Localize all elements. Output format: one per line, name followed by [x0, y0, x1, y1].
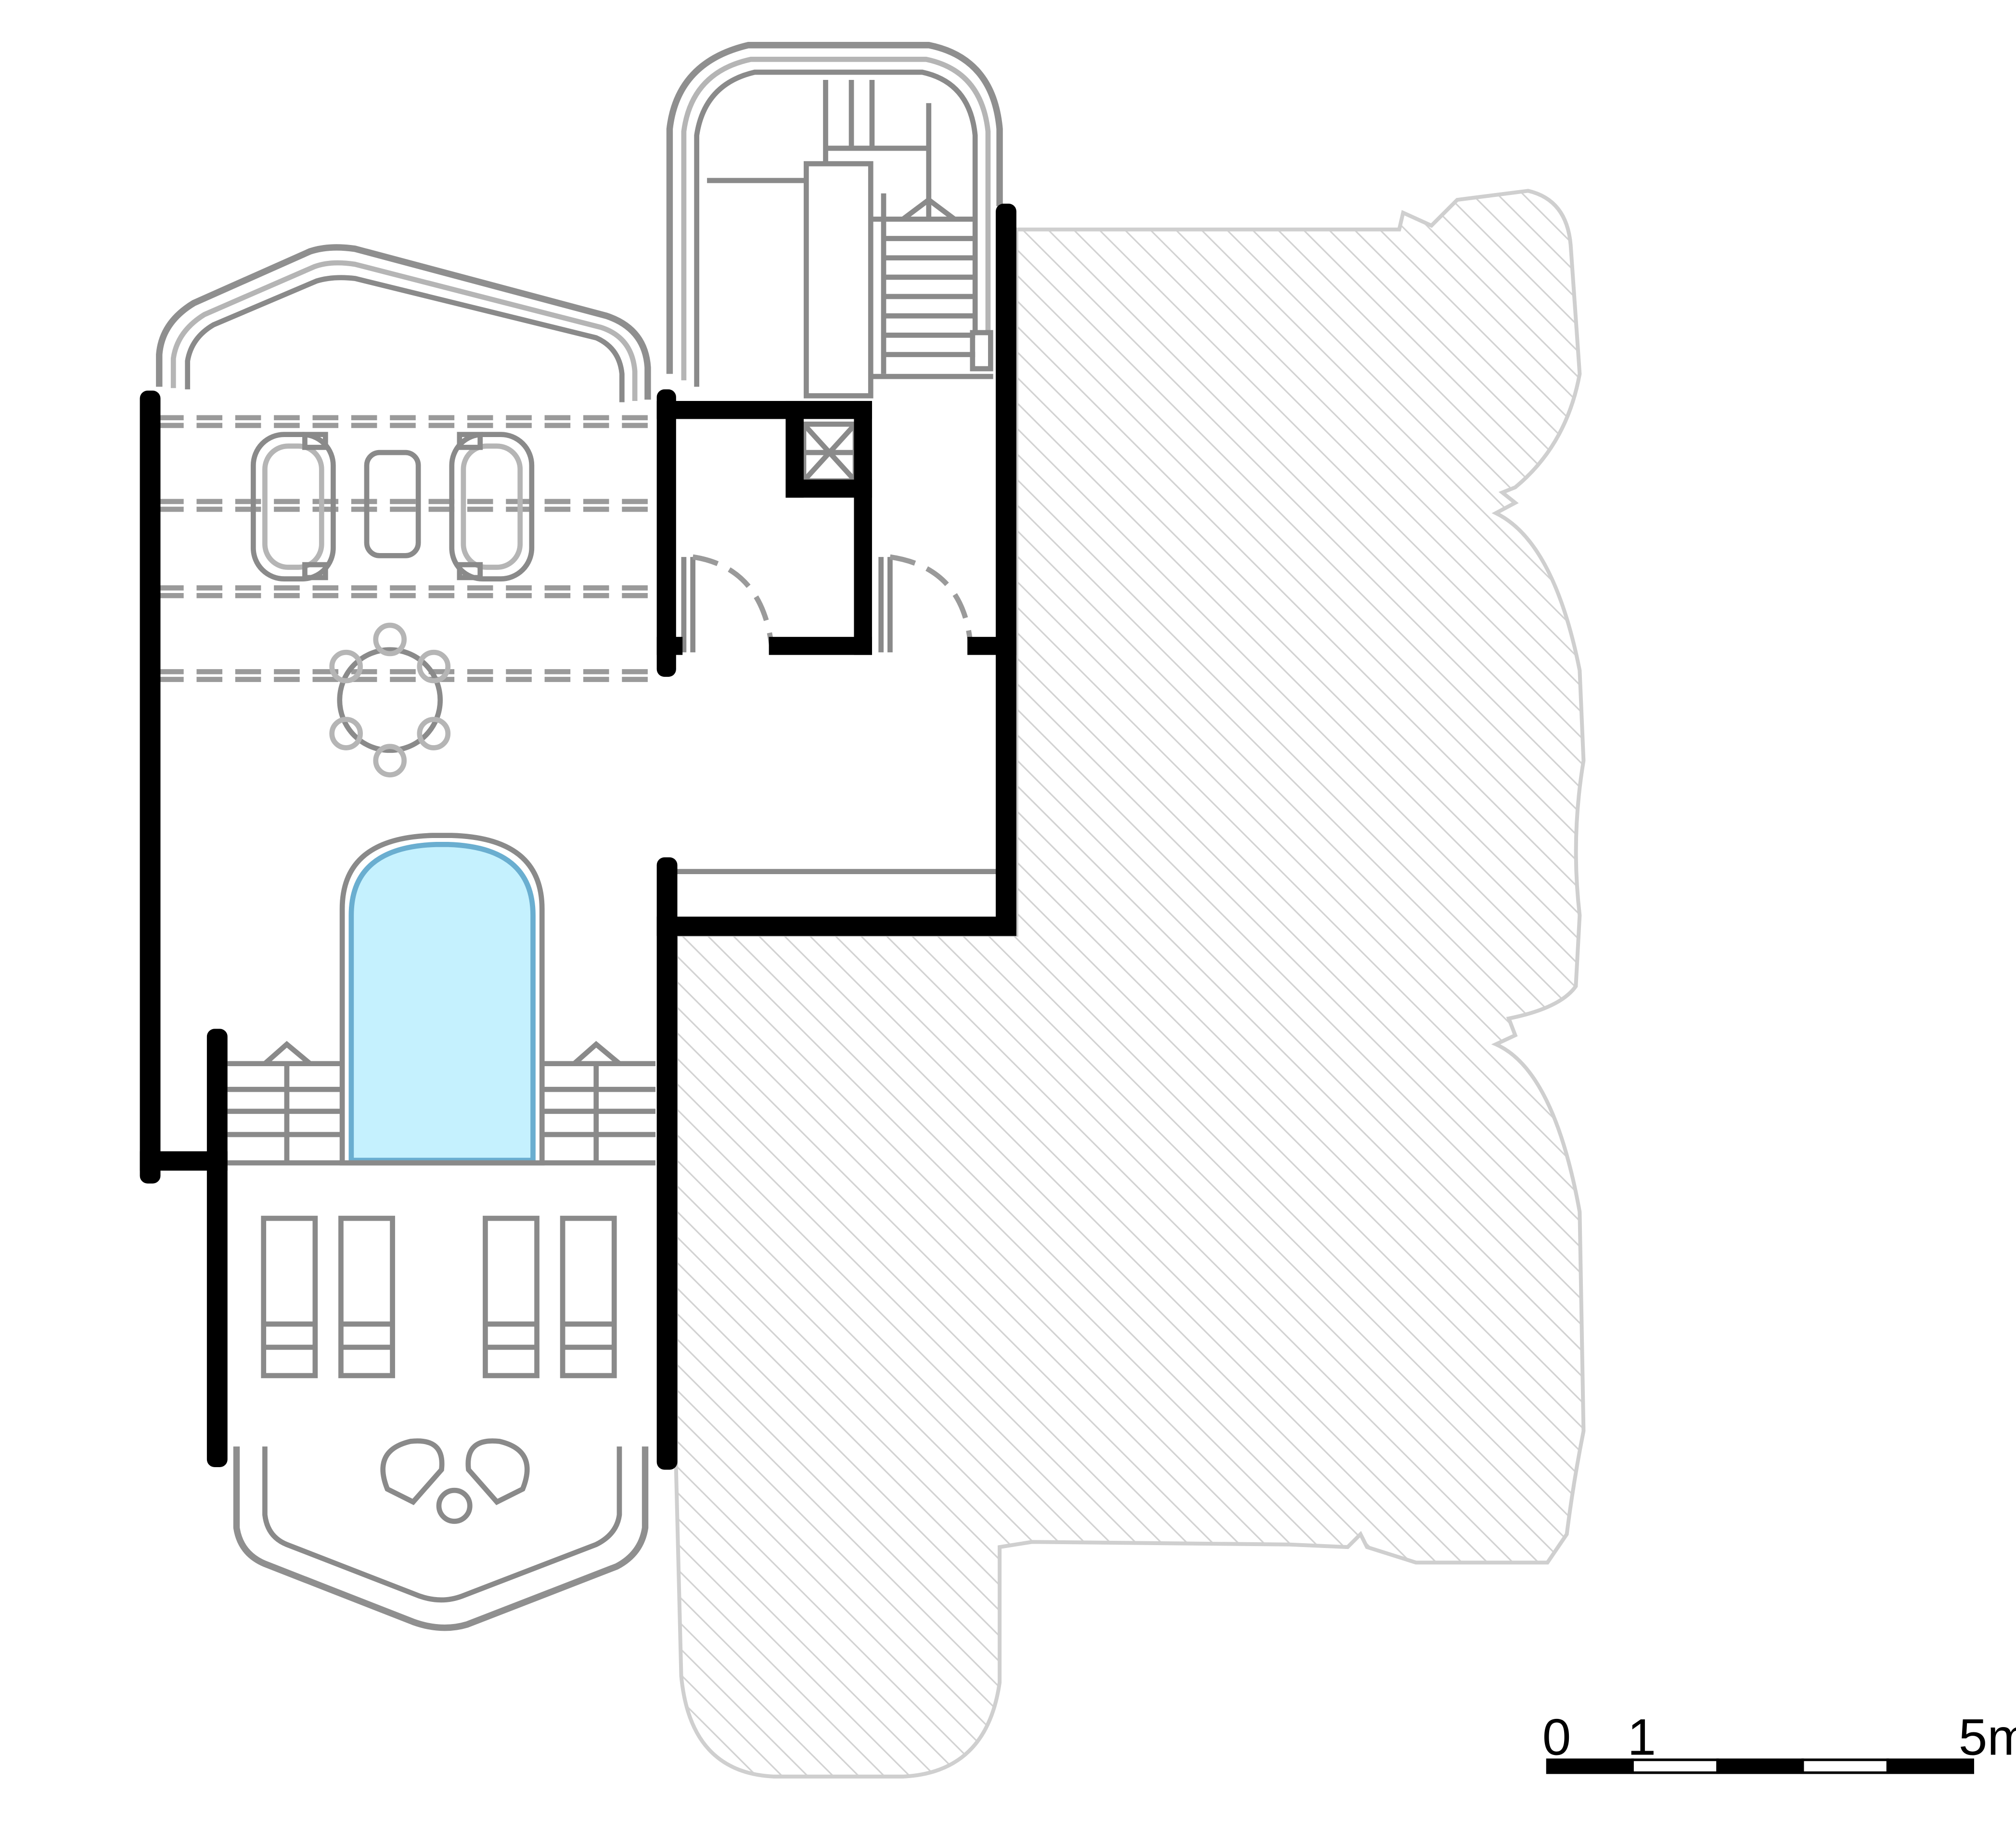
pool-coping: [339, 833, 545, 1166]
stair-tower-railing-inner: [694, 69, 978, 387]
scale-segment-2: [1631, 1758, 1719, 1774]
upper-railing-inner: [185, 275, 625, 402]
coffee-table: [364, 450, 421, 558]
stair-tower-railing: [666, 42, 1003, 374]
pool-water: [348, 841, 536, 1163]
upper-railing-mid: [170, 260, 638, 401]
sun-loungers: [261, 1215, 617, 1379]
walls: [140, 204, 1016, 1470]
scale-segment-3: [1716, 1758, 1804, 1774]
sofa-right: [449, 432, 535, 581]
scale-label-5m: 5m: [1959, 1708, 2016, 1766]
scale-segment-4: [1801, 1758, 1889, 1774]
scale-bar: 0 1 5m: [1542, 1708, 2016, 1774]
lower-railing: [233, 1446, 649, 1631]
scale-segment-1: [1546, 1758, 1634, 1774]
lower-railing-inner: [262, 1446, 622, 1603]
stair-tower-railing-mid: [681, 56, 991, 381]
scale-segment-5: [1886, 1758, 1974, 1774]
steps-right: [542, 1041, 655, 1163]
scale-label-1: 1: [1627, 1708, 1656, 1766]
sofa-left: [250, 432, 336, 581]
hatched-terrain: [674, 189, 1586, 1779]
steps-left: [227, 1041, 343, 1163]
dining-table: [329, 622, 451, 778]
upper-railing: [156, 244, 651, 400]
lounge-chairs: [380, 1438, 530, 1524]
stair-tower-steps: [707, 80, 993, 399]
pergola-beams: [158, 415, 658, 682]
scale-label-0: 0: [1542, 1708, 1571, 1766]
